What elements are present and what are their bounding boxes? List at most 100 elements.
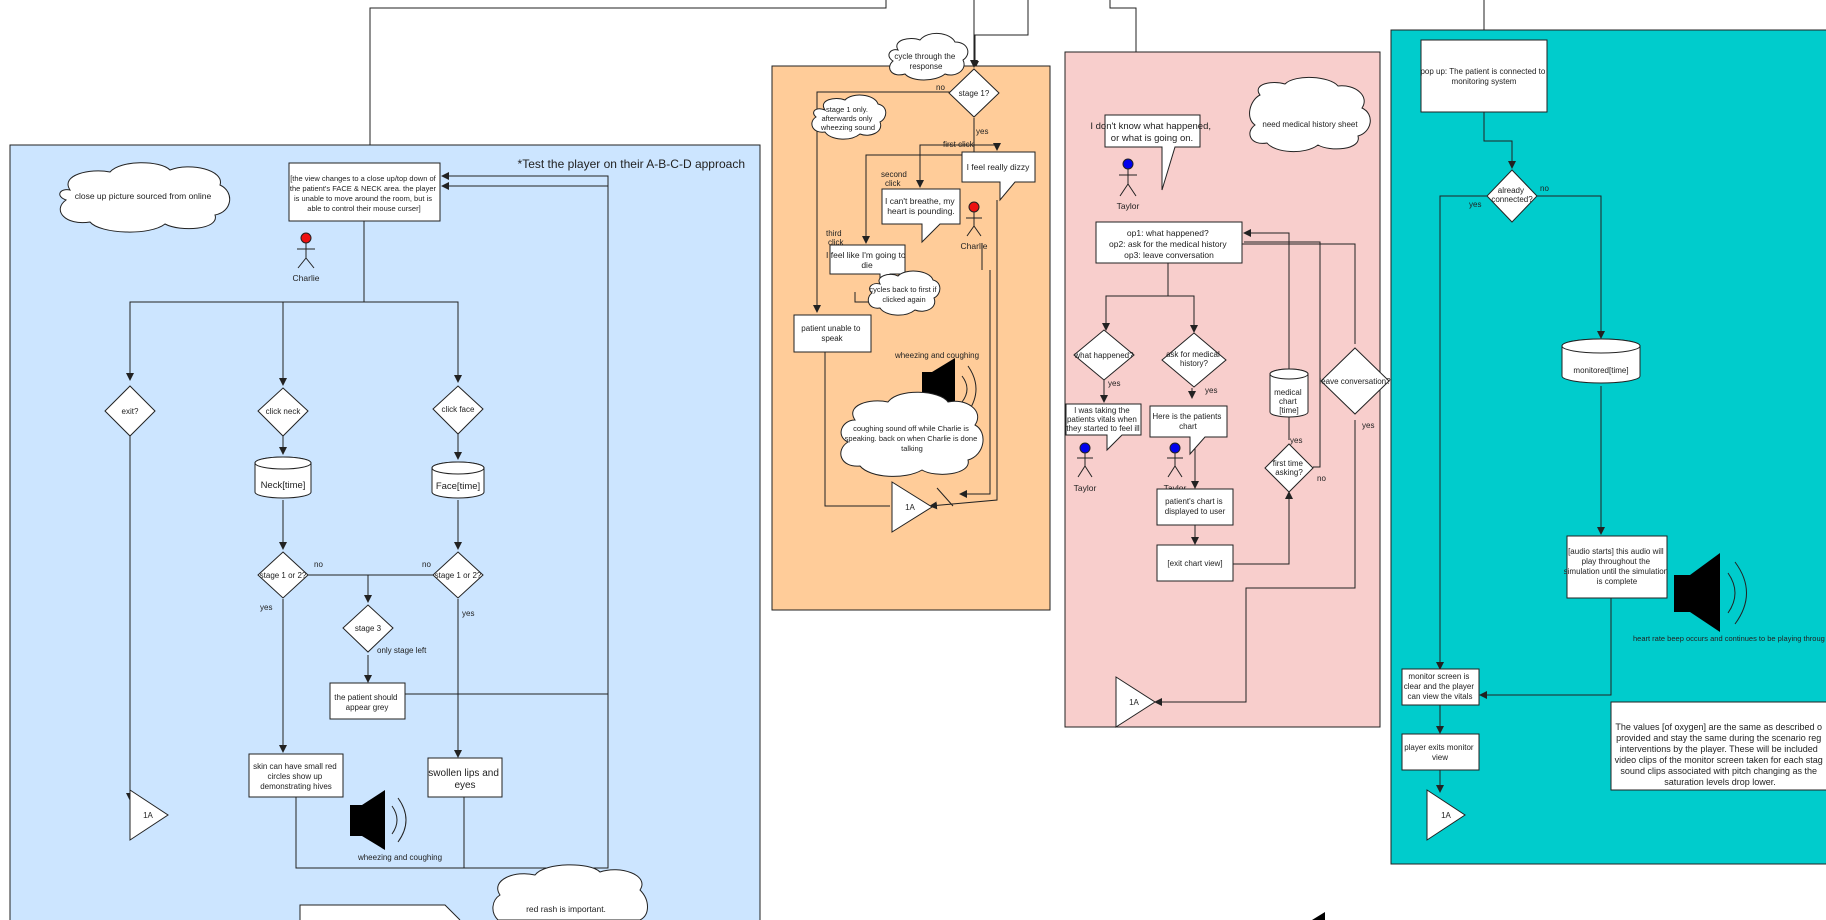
connector-1a-teal: 1A: [1426, 789, 1466, 841]
label-yes: yes: [1205, 386, 1217, 395]
svg-text:stage 1 or 2?: stage 1 or 2?: [435, 571, 482, 580]
sound-label: wheezing and coughing: [357, 853, 442, 862]
label-yes: yes: [1469, 200, 1481, 209]
options-box: op1: what happened? op2: ask for the med…: [1095, 221, 1243, 264]
blue-panel: *Test the player on their A-B-C-D approa…: [9, 144, 761, 920]
svg-text:click face: click face: [442, 405, 475, 414]
connector-1a-orange: 1A: [891, 481, 933, 533]
charlie-actor-blue: Charlie: [293, 232, 320, 283]
heart-rate-label: heart rate beep occurs and continues to …: [1633, 634, 1825, 643]
label-yes: yes: [1290, 436, 1302, 445]
cant-breathe-speech: I can't breathe, my heart is pounding.: [881, 188, 961, 244]
taylor-speech: I don't know what happened, or what is g…: [1090, 114, 1213, 191]
taylor-actor-small: Taylor: [1074, 442, 1097, 493]
svg-text:1A: 1A: [143, 811, 153, 820]
neck-time-store: Neck[time]: [254, 456, 312, 499]
blue-cloud-note: close up picture sourced from online: [59, 162, 230, 233]
svg-text:swollen lips and eyes: swollen lips and eyes: [428, 768, 501, 791]
view-box-line: is unable to move around the room, but i…: [294, 194, 432, 203]
svg-text:I feel like I'm going to: I feel like I'm going to die: [826, 250, 908, 270]
label-yes-left: yes: [260, 603, 272, 612]
svg-text:already connected?: already connected?: [1491, 186, 1533, 204]
sound-label: wheezing and coughing: [894, 351, 979, 360]
svg-text:The values [of oxygen] are the: The values [of oxygen] are the same as d…: [1615, 722, 1826, 787]
what-happened-decision: what happened?: [1073, 329, 1135, 381]
actor-label: Charlie: [293, 273, 320, 283]
exit-chart-box: [exit chart view]: [1156, 544, 1234, 582]
cycle-cloud: cycle through the response: [888, 33, 969, 81]
click-neck-decision: click neck: [257, 387, 309, 437]
label-no: no: [1317, 474, 1326, 483]
first-click-label: first click: [943, 140, 975, 149]
svg-text:I can't breathe, my he: I can't breathe, my heart is pounding.: [885, 196, 957, 216]
taylor-actor: Taylor: [1117, 158, 1140, 211]
svg-text:monitored[time]: monitored[time]: [1573, 366, 1628, 375]
only-stage-left-label: only stage left: [377, 646, 427, 655]
svg-text:Here is the patients c: Here is the patients chart: [1152, 412, 1223, 431]
svg-text:the patient should app: the patient should appear grey: [334, 693, 399, 712]
svg-text:I was taking the patie: I was taking the patients vitals when th…: [1066, 406, 1140, 433]
label-no: no: [936, 83, 945, 92]
svg-text:Taylor: Taylor: [1164, 483, 1187, 493]
blue-branch-lines: [126, 172, 609, 869]
svg-text:exit?: exit?: [122, 407, 139, 416]
view-box-line: [the view changes to a close up/top down…: [290, 174, 436, 183]
monitored-store: monitored[time]: [1561, 338, 1641, 384]
orange-lines: [813, 0, 1001, 510]
medical-chart-store: medical chart [time]: [1269, 368, 1309, 418]
ask-history-decision: ask for medical history?: [1161, 332, 1227, 388]
stage1-only-cloud: stage 1 only. afterwards only wheezing s…: [811, 94, 887, 140]
stage-decision-left: stage 1 or 2?: [257, 551, 309, 599]
exits-monitor-box: player exits monitor view: [1401, 733, 1480, 771]
swollen-lips-box: swollen lips and eyes: [427, 757, 503, 798]
svg-text:cycles back to first if: cycles back to first if clicked again: [869, 285, 938, 304]
cycles-back-cloud: cycles back to first if clicked again: [867, 270, 941, 316]
svg-text:Charlie: Charlie: [961, 241, 988, 251]
label-yes: yes: [976, 127, 988, 136]
monitor-clear-box: monitor screen is clear and the player c…: [1401, 668, 1480, 706]
speaker-icon: wheezing and coughing: [350, 790, 442, 862]
svg-text:Face[time]: Face[time]: [436, 481, 480, 492]
exit-decision: exit?: [104, 385, 156, 437]
second-click-label: second click: [881, 170, 909, 188]
leave-conversation-decision: leave conversation?: [1319, 347, 1391, 415]
svg-text:patient's chart is dis: patient's chart is displayed to user: [1165, 497, 1226, 516]
stage1-decision: stage 1?: [948, 68, 1000, 118]
svg-text:first time asking?: first time asking?: [1273, 459, 1305, 477]
svg-text:op1: what happened? op: op1: what happened? op2: ask for the med…: [1109, 228, 1229, 260]
first-time-decision: first time asking?: [1264, 443, 1314, 493]
svg-text:ask for medical histor: ask for medical history?: [1166, 350, 1222, 368]
view-change-box: [the view changes to a close up/top down…: [288, 162, 441, 222]
teal-panel: pop up: The patient is connected to moni…: [1390, 29, 1826, 865]
already-connected-decision: already connected?: [1486, 169, 1538, 223]
speaker-icon: [1674, 553, 1747, 632]
pink-panel-bg: [1064, 51, 1381, 728]
vitals-speech: I was taking the patients vitals when th…: [1065, 403, 1142, 452]
svg-text:coughing sound off while Charl: coughing sound off while Charlie is spea…: [845, 424, 980, 453]
svg-text:pop up: The patient is connect: pop up: The patient is connected to moni…: [1420, 67, 1547, 86]
label-no: no: [1540, 184, 1549, 193]
svg-text:click neck: click neck: [266, 407, 302, 416]
svg-text:player exits monitor v: player exits monitor view: [1404, 743, 1476, 762]
svg-text:1A: 1A: [905, 503, 915, 512]
label-yes: yes: [1108, 379, 1120, 388]
svg-text:cycle through the resp: cycle through the response: [894, 52, 957, 71]
svg-text:stage 1?: stage 1?: [959, 89, 990, 98]
svg-text:Taylor: Taylor: [1117, 201, 1140, 211]
third-click-label: third click: [826, 229, 845, 247]
svg-text:Taylor: Taylor: [1074, 483, 1097, 493]
label-yes: yes: [1362, 421, 1374, 430]
chart-speech: Here is the patients chart: [1149, 405, 1228, 456]
teal-lines: [1436, 112, 1612, 793]
svg-text:I don't know what happened,: I don't know what happened, or what is g…: [1090, 121, 1213, 144]
label-no-right: no: [422, 560, 431, 569]
blue-cloud-text: close up picture sourced from online: [75, 191, 212, 201]
popup-box: pop up: The patient is connected to moni…: [1420, 39, 1548, 113]
dizzy-speech: I feel really dizzy: [961, 151, 1036, 202]
grey-appearance-box: the patient should appear grey: [329, 682, 406, 720]
svg-text:leave conversation?: leave conversation?: [1319, 377, 1391, 386]
pink-panel: I don't know what happened, or what is g…: [1064, 51, 1391, 728]
connector-1a-pink: 1A: [1115, 676, 1156, 728]
taylor-actor-chart: Taylor: [1164, 442, 1187, 493]
svg-text:red rash is important.: red rash is important.: [526, 904, 606, 914]
